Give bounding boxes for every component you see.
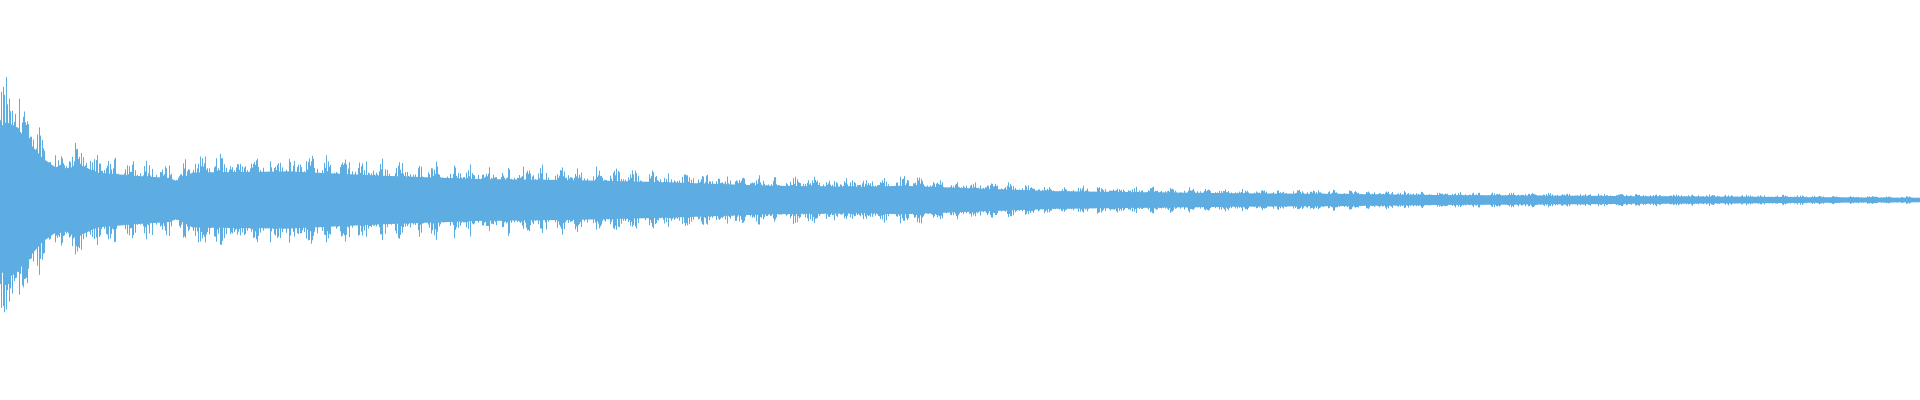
waveform-core: [0, 123, 1920, 277]
